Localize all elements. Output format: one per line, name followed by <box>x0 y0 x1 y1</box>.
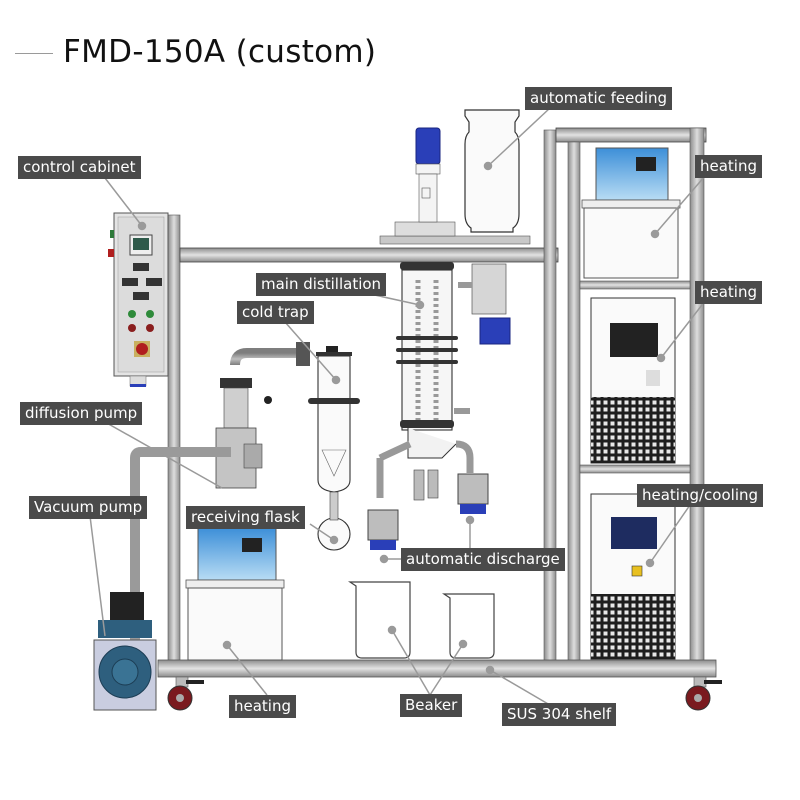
main-distillation-drawing <box>376 262 511 501</box>
automatic-discharge-drawing <box>367 473 489 550</box>
label-heating-bottom: heating <box>229 695 297 718</box>
heating-cooling-unit-drawing <box>590 493 676 660</box>
vacuum-pump-drawing <box>93 592 157 711</box>
label-receiving-flask: receiving flask <box>186 506 305 529</box>
label-control-cabinet: control cabinet <box>18 156 141 179</box>
right-rack <box>555 127 707 664</box>
label-vacuum-pump: Vacuum pump <box>29 496 148 519</box>
label-heating-top: heating <box>695 155 763 178</box>
label-automatic-discharge: automatic discharge <box>401 548 565 571</box>
caster-left <box>167 676 204 711</box>
label-heating-cooling: heating/cooling <box>637 484 764 507</box>
heating-bath-top-drawing <box>581 147 681 279</box>
bottom-shelf <box>157 659 717 678</box>
caster-right <box>685 676 722 711</box>
label-automatic-feeding: automatic feeding <box>525 87 673 110</box>
page-title: FMD-150A (custom) <box>63 34 377 70</box>
label-beaker: Beaker <box>400 694 463 717</box>
label-sus-304-shelf: SUS 304 shelf <box>502 703 617 726</box>
main-frame <box>167 129 559 666</box>
cold-trap-drawing <box>308 346 360 551</box>
heater-middle-drawing <box>590 297 676 464</box>
heating-bath-bottom-drawing <box>185 527 285 661</box>
label-main-distillation: main distillation <box>256 273 387 296</box>
label-diffusion-pump: diffusion pump <box>20 402 143 425</box>
automatic-feeding-drawing <box>379 109 531 245</box>
label-heating-middle: heating <box>695 281 763 304</box>
title-decoration-line <box>15 53 53 54</box>
leader-lines <box>89 107 706 709</box>
beakers-drawing <box>348 581 495 659</box>
diffusion-pump-drawing <box>130 342 310 640</box>
control-cabinet-drawing <box>108 212 169 387</box>
label-cold-trap: cold trap <box>237 301 314 324</box>
